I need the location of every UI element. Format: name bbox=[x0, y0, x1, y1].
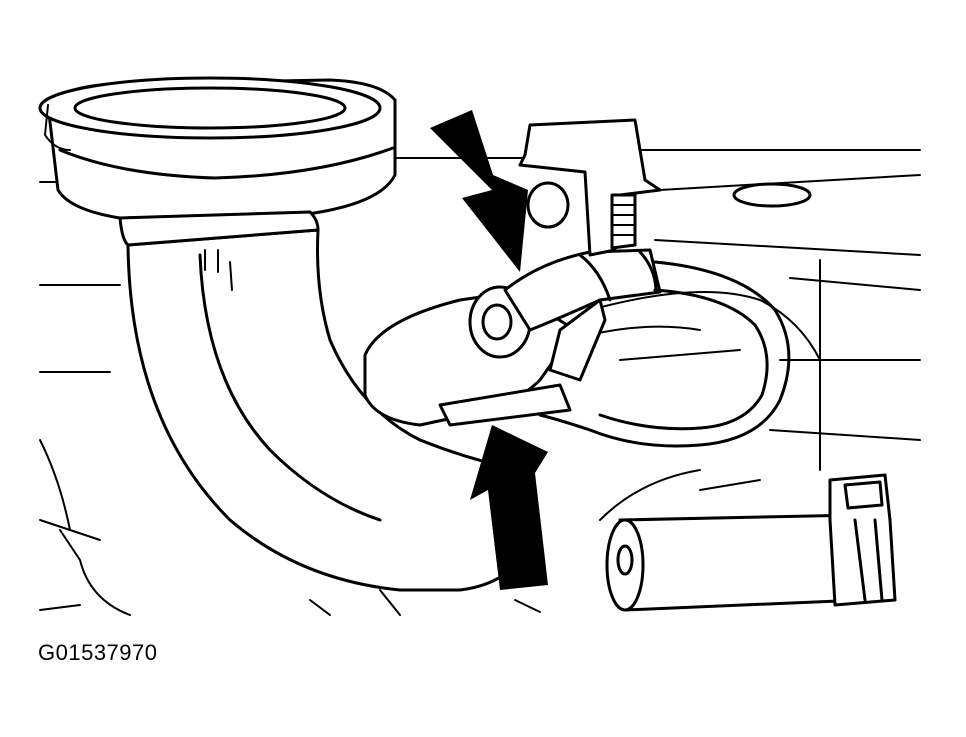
upper-arrow-icon bbox=[430, 110, 528, 272]
wire-harness bbox=[538, 260, 791, 448]
mounting-bracket bbox=[518, 118, 662, 257]
lower-arrow-icon bbox=[470, 425, 548, 590]
lower-hose-with-clamp bbox=[605, 473, 897, 612]
sensor-assembly bbox=[363, 248, 662, 427]
panel-slot bbox=[732, 182, 812, 208]
engine-background-lines bbox=[39, 149, 921, 616]
callout-arrows bbox=[430, 110, 548, 590]
filler-neck-cap bbox=[38, 76, 397, 247]
figure-id-label: G01537970 bbox=[38, 640, 158, 665]
